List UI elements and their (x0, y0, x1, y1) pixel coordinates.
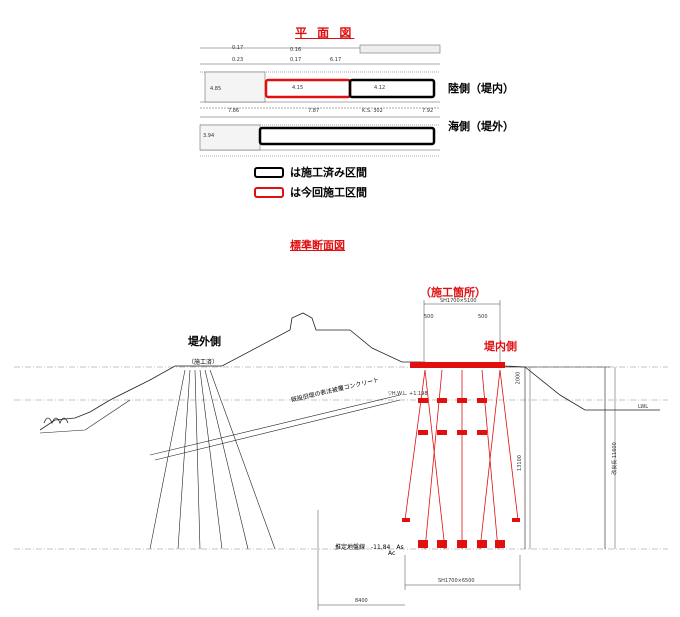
plan-small-label: 4.12 (374, 85, 386, 91)
legend-done-label: は施工済み区間 (290, 166, 367, 179)
plan-small-label: 4.15 (292, 85, 304, 91)
dim-top-small: 2000 (515, 371, 522, 385)
plan-small-label: 0.23 (232, 57, 244, 63)
label-land-side: 陸側（堤内） (448, 82, 514, 95)
existing-work-label: （施工済） (188, 359, 219, 366)
concrete-line (149, 394, 401, 456)
dim-left: 500 (424, 314, 434, 320)
dimension-lines (317, 300, 616, 610)
plan-small-label: 0.17 (232, 45, 244, 51)
section-title: 標準断面図 (290, 239, 345, 252)
plan-small-label: 0.17 (290, 57, 302, 63)
outer-side-label: 堤外側 (188, 335, 221, 348)
new-pile-caps (402, 362, 520, 548)
plan-title: 平 面 図 (295, 26, 355, 40)
legend-current-swatch (254, 186, 284, 198)
dim-vertical-2: 改良長 11600 (611, 442, 618, 475)
dim-bottom: SH1700×6500 (438, 578, 475, 584)
plan-small-label: 7.92 (422, 108, 434, 114)
right-label: LWL (638, 404, 649, 410)
inner-side-label: 堤内側 (484, 340, 517, 353)
legend-current: は今回施工区間 (254, 184, 367, 200)
right-frame (500, 366, 610, 549)
dim-base: 8400 (355, 598, 368, 604)
plan-current-section (264, 78, 352, 99)
legend-current-label: は今回施工区間 (290, 186, 367, 199)
plan-drawing (199, 44, 441, 157)
dim-right: 500 (478, 314, 488, 320)
plan-small-label: 6.17 (330, 57, 342, 63)
reference-lines (14, 366, 668, 550)
plan-small-label: 4.85 (210, 86, 222, 92)
design-depth-label: 推定地盤線 -11.84 As (335, 544, 404, 551)
plan-small-label: 7.87 (308, 108, 320, 114)
plan-done-section-sea (258, 126, 436, 146)
level-label: ▽H.W.L. +1.198 (388, 391, 428, 397)
legend-done: は施工済み区間 (254, 164, 367, 180)
plan-small-label: 3.94 (203, 133, 215, 139)
legend-done-swatch (254, 166, 284, 178)
plan-done-section-land (348, 78, 436, 99)
dim-top: SH1700×5100 (440, 298, 477, 304)
layer-ac-label: Ac (388, 550, 396, 557)
legend: は施工済み区間 は今回施工区間 (254, 164, 367, 200)
dim-vertical: 13100 (516, 455, 523, 471)
wave-symbol (43, 417, 69, 425)
site-label: （施工箇所） (420, 286, 486, 299)
label-sea-side: 海側（堤外） (448, 120, 514, 133)
plan-small-label: 0.16 (290, 47, 302, 53)
plan-small-label: K.S. 302 (362, 108, 383, 114)
plan-small-label: 7.86 (228, 108, 240, 114)
existing-piles (149, 369, 276, 550)
